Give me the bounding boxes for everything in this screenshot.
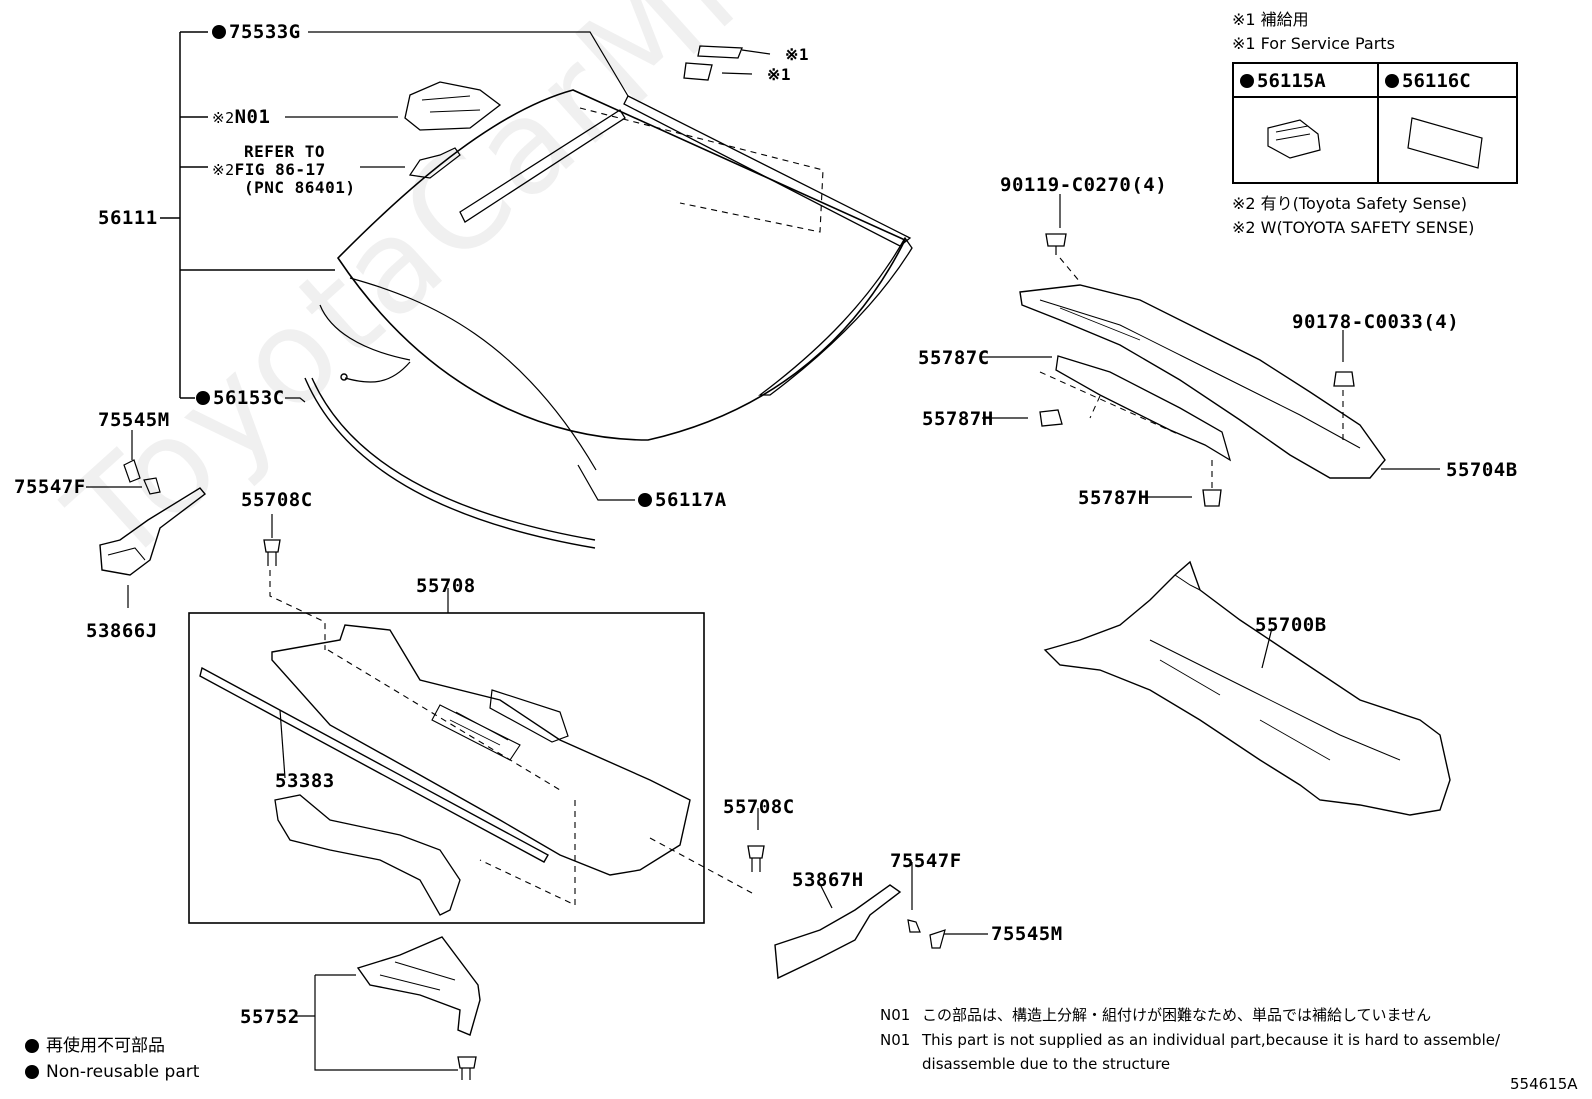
table-divider	[1377, 64, 1379, 182]
part-number: 56117A	[655, 489, 727, 511]
service-part-sketches	[1267, 117, 1483, 169]
label-55787H-a: 55787H	[922, 408, 994, 430]
non-reusable-dot-icon	[1385, 74, 1399, 88]
label-75545M-left: 75545M	[98, 409, 170, 431]
part-number: 75533G	[229, 21, 301, 43]
label-55787H-b: 55787H	[1078, 487, 1150, 509]
ref1-bottom: ※1	[767, 65, 792, 84]
note-tss-jp: ※2 有り(Toyota Safety Sense)	[1232, 194, 1468, 213]
ref1-top: ※1	[785, 45, 810, 64]
non-reusable-dot-icon	[1240, 74, 1254, 88]
legend-non-reusable-jp: 再使用不可部品	[46, 1036, 165, 1056]
part-number: N01	[234, 106, 271, 128]
part-number: 56153C	[213, 387, 285, 409]
label-55708C-right: 55708C	[723, 796, 795, 818]
footnote-tag-1: N01	[880, 1006, 911, 1024]
legend-non-reusable-en: Non-reusable part	[46, 1062, 200, 1082]
label-53867H: 53867H	[792, 869, 864, 891]
molding-56153C	[304, 377, 596, 549]
label-75545M-right: 75545M	[991, 923, 1063, 945]
small-top-parts	[404, 45, 743, 179]
label-55700B: 55700B	[1255, 614, 1327, 636]
cowl-panel-55708	[199, 624, 753, 916]
part-number: 56115A	[1257, 70, 1326, 92]
label-75533G: 75533G	[212, 21, 301, 43]
ref-mark: ※2	[212, 109, 235, 127]
group-bracket-56111	[160, 31, 335, 399]
legend-dots	[25, 1039, 39, 1079]
bracket-55787C	[1039, 355, 1232, 507]
label-75547F-right: 75547F	[890, 850, 962, 872]
service-parts-table: 56115A 56116C	[1232, 62, 1518, 184]
refer-line-2: FIG 86-17	[234, 160, 326, 179]
cowl-side-left	[99, 459, 207, 576]
refer-line-3: (PNC 86401)	[244, 178, 356, 197]
label-55787C: 55787C	[918, 347, 990, 369]
label-90119: 90119-C0270(4)	[1000, 174, 1168, 196]
label-55708C-top: 55708C	[241, 489, 313, 511]
figure-id: 554615A	[1510, 1075, 1578, 1093]
clip-55708C-top	[263, 539, 326, 650]
dash-panel-55700B	[1043, 560, 1451, 816]
ref-mark: ※2	[212, 161, 235, 179]
bracket-53867H	[774, 884, 946, 980]
label-90178: 90178-C0033(4)	[1292, 311, 1460, 333]
part-number: 56116C	[1402, 70, 1471, 92]
non-reusable-dot-icon	[196, 391, 210, 405]
label-55704B: 55704B	[1446, 459, 1518, 481]
label-56153C: 56153C	[196, 387, 285, 409]
footnote-jp: この部品は、構造上分解・組付けが困難なため、単品では補給していません	[922, 1006, 1432, 1024]
label-55708: 55708	[416, 575, 476, 597]
note-service-jp: ※1 補給用	[1232, 10, 1309, 29]
label-refer-fig: ※2FIG 86-17	[212, 160, 326, 180]
footnote-en-line1: This part is not supplied as an individu…	[922, 1031, 1501, 1049]
leader-lines	[86, 31, 1440, 1017]
label-56117A: 56117A	[638, 489, 727, 511]
label-53866J: 53866J	[86, 620, 158, 642]
bracket-55752	[314, 936, 481, 1080]
cowl-55704B	[1019, 233, 1386, 479]
non-reusable-dot-icon	[212, 25, 226, 39]
clip-55708C-right	[747, 845, 765, 872]
non-reusable-dot-icon	[638, 493, 652, 507]
label-56111: 56111	[98, 207, 158, 229]
footnote-en-line2: disassemble due to the structure	[922, 1055, 1171, 1073]
label-75547F-left: 75547F	[14, 476, 86, 498]
label-N01: ※2N01	[212, 106, 270, 129]
footnote-tag-2: N01	[880, 1031, 911, 1049]
windshield-glass	[319, 89, 913, 471]
refer-line-1: REFER TO	[244, 142, 326, 161]
assembly-box-55708	[188, 612, 705, 924]
table-header-56116C: 56116C	[1379, 64, 1516, 98]
label-53383: 53383	[275, 770, 335, 792]
table-header-56115A: 56115A	[1234, 64, 1377, 98]
note-service-en: ※1 For Service Parts	[1232, 34, 1395, 53]
label-55752: 55752	[240, 1006, 300, 1028]
note-tss-en: ※2 W(TOYOTA SAFETY SENSE)	[1232, 218, 1475, 237]
